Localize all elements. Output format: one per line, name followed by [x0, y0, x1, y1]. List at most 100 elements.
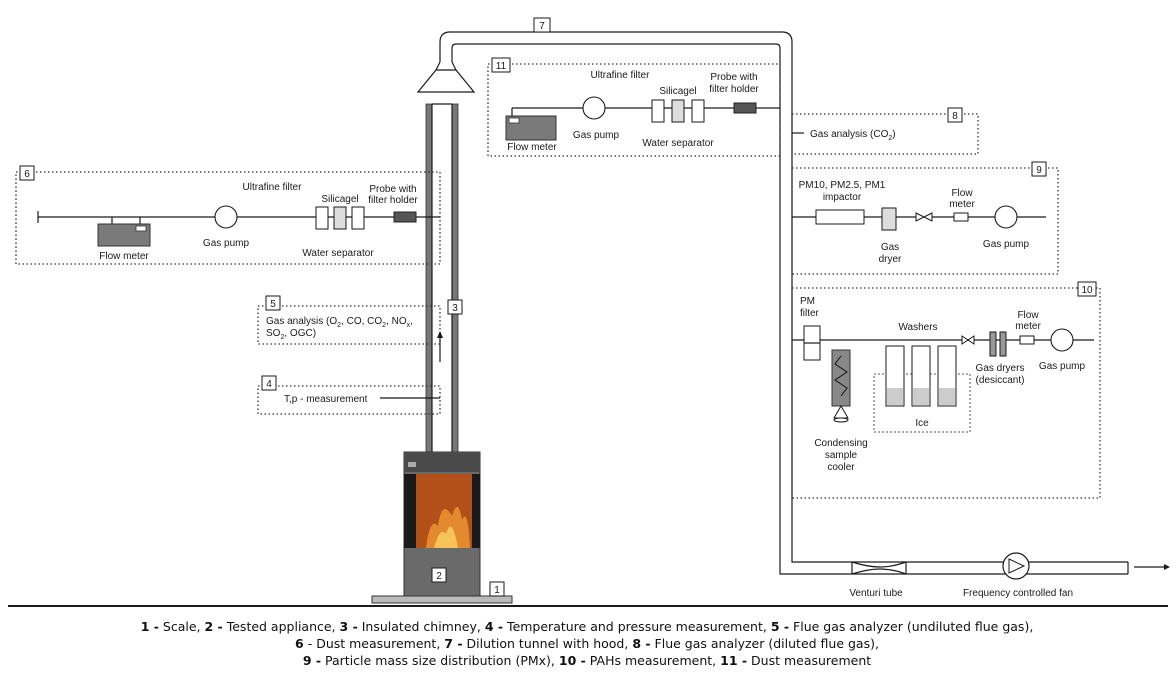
box-number-3 — [447, 299, 463, 315]
washer-1-liquid — [887, 388, 903, 405]
number-7: 7 — [539, 21, 545, 32]
gas-pump-9-icon — [994, 205, 1018, 229]
flow-meter-11-label: Flow meter — [507, 142, 557, 153]
chimney-insulation-left — [425, 103, 433, 457]
box-number-7 — [533, 17, 551, 33]
caption-num-8: 8 - — [632, 636, 651, 651]
number-6: 6 — [24, 169, 30, 180]
gas-dryer-9-label-1: Gas — [881, 242, 899, 253]
flow-meter-11-display — [508, 117, 520, 124]
flow-meter-10-label-1: Flow — [1017, 310, 1039, 321]
caption-num-5: 5 - — [770, 619, 790, 634]
valve-9b — [922, 212, 933, 222]
cooler-funnel — [833, 405, 849, 419]
dilution-tunnel-outer — [439, 31, 1128, 563]
outlet-arrowhead — [1164, 564, 1170, 570]
caption-text-11: Dust measurement — [747, 653, 872, 668]
box-number-1 — [489, 581, 505, 597]
number-9: 9 — [1036, 165, 1042, 176]
flow-meter-9-label-2: meter — [949, 199, 975, 210]
gas-analyzer-box-8 — [791, 113, 979, 155]
caption-text-4: Temperature and pressure measurement, — [503, 619, 771, 634]
ultrafine-filter-11-label: Ultrafine filter — [591, 70, 651, 81]
caption-num-3: 3 - — [339, 619, 358, 634]
pmx-box-9 — [791, 167, 1059, 275]
washer-3-liquid — [939, 388, 955, 405]
flow-meter-6-display — [135, 225, 147, 232]
caption-line-3: 9 - Particle mass size distribution (PMx… — [0, 652, 1174, 669]
gas-pump-6-icon — [214, 205, 238, 229]
dilution-tunnel-inner — [451, 43, 1128, 575]
gas-dryer-10b — [999, 331, 1007, 357]
caption-text-9: Particle mass size distribution (PMx), — [321, 653, 559, 668]
caption-num-9: 9 - — [302, 653, 322, 668]
caption-num-7: 7 - — [444, 636, 463, 651]
cooler-funnel-rim — [833, 417, 849, 423]
number-4: 4 — [266, 379, 272, 390]
caption-text-7: Dilution tunnel with hood, — [462, 636, 633, 651]
hood — [416, 69, 476, 93]
silicagel-11-label: Silicagel — [659, 86, 696, 97]
water-separator-6-label: Water separator — [302, 248, 374, 259]
number-1: 1 — [494, 585, 500, 596]
caption-num-11: 11 - — [720, 653, 748, 668]
caption-text-6: - Dust measurement, — [303, 636, 445, 651]
box-number-9 — [1031, 161, 1047, 177]
venturi-top — [851, 561, 907, 568]
caption-num-10: 10 - — [558, 653, 586, 668]
fire-flames — [426, 506, 470, 548]
number-5: 5 — [270, 299, 276, 310]
ice-label: Ice — [915, 418, 929, 429]
silicagel-6 — [333, 206, 347, 230]
flow-meter-6-label: Flow meter — [99, 251, 149, 262]
caption-text-5: Flue gas analyzer (undiluted flue gas), — [789, 619, 1034, 634]
pm-impactor — [815, 209, 865, 225]
caption-text-1: Scale, — [158, 619, 205, 634]
condensing-label-1: Condensing — [814, 438, 867, 449]
caption-num-6: 6 — [295, 636, 304, 651]
probe-11-label-1: Probe with — [710, 72, 757, 83]
box-number-6 — [19, 165, 35, 181]
probe-11-label-2: filter holder — [709, 84, 759, 95]
fan-label: Frequency controlled fan — [963, 588, 1073, 599]
scale — [371, 595, 513, 604]
gas-pump-10-icon — [1050, 328, 1074, 352]
number-11: 11 — [496, 61, 507, 72]
hood-neck-left — [435, 61, 441, 71]
box-number-4 — [261, 375, 277, 391]
condensing-label-2: sample — [825, 450, 858, 461]
gas-pump-11-icon — [582, 96, 606, 120]
gas-pump-10-label: Gas pump — [1039, 361, 1086, 372]
gas-analysis-5-arrowhead — [437, 331, 443, 338]
caption-num-4: 4 - — [484, 619, 504, 634]
fire-core — [434, 526, 458, 548]
box-number-11 — [491, 57, 511, 73]
pahs-box-10 — [791, 287, 1101, 499]
caption-num-2: 2 - — [204, 619, 223, 634]
probe-11 — [733, 102, 757, 114]
pm-impactor-label-2: impactor — [823, 192, 862, 203]
tp-measurement-box-4 — [257, 385, 441, 415]
washer-2-liquid — [913, 388, 929, 405]
hood-neck-right — [451, 61, 457, 71]
flow-meter-10-label-2: meter — [1015, 321, 1041, 332]
fan-triangle — [1008, 558, 1026, 574]
number-10: 10 — [1081, 285, 1093, 296]
gas-dryer-9-label-2: dryer — [879, 254, 902, 265]
cooler-coil — [834, 355, 848, 397]
appliance-handle — [408, 462, 416, 467]
appliance-top — [404, 452, 480, 472]
gas-dryers-label-2: (desiccant) — [976, 375, 1025, 386]
gas-analyzer-box-5 — [257, 305, 441, 345]
pm-filter-label-1: PM — [800, 296, 815, 307]
valve-10b — [967, 335, 975, 345]
probe-6 — [393, 211, 417, 223]
caption-line-1: 1 - Scale, 2 - Tested appliance, 3 - Ins… — [0, 618, 1174, 635]
valve-10a — [961, 335, 969, 345]
caption-text-3: Insulated chimney, — [357, 619, 485, 634]
condensing-label-3: cooler — [827, 462, 855, 473]
ultrafine-filter-6-label: Ultrafine filter — [243, 182, 303, 193]
number-3: 3 — [452, 303, 458, 314]
number-2: 2 — [436, 571, 442, 582]
